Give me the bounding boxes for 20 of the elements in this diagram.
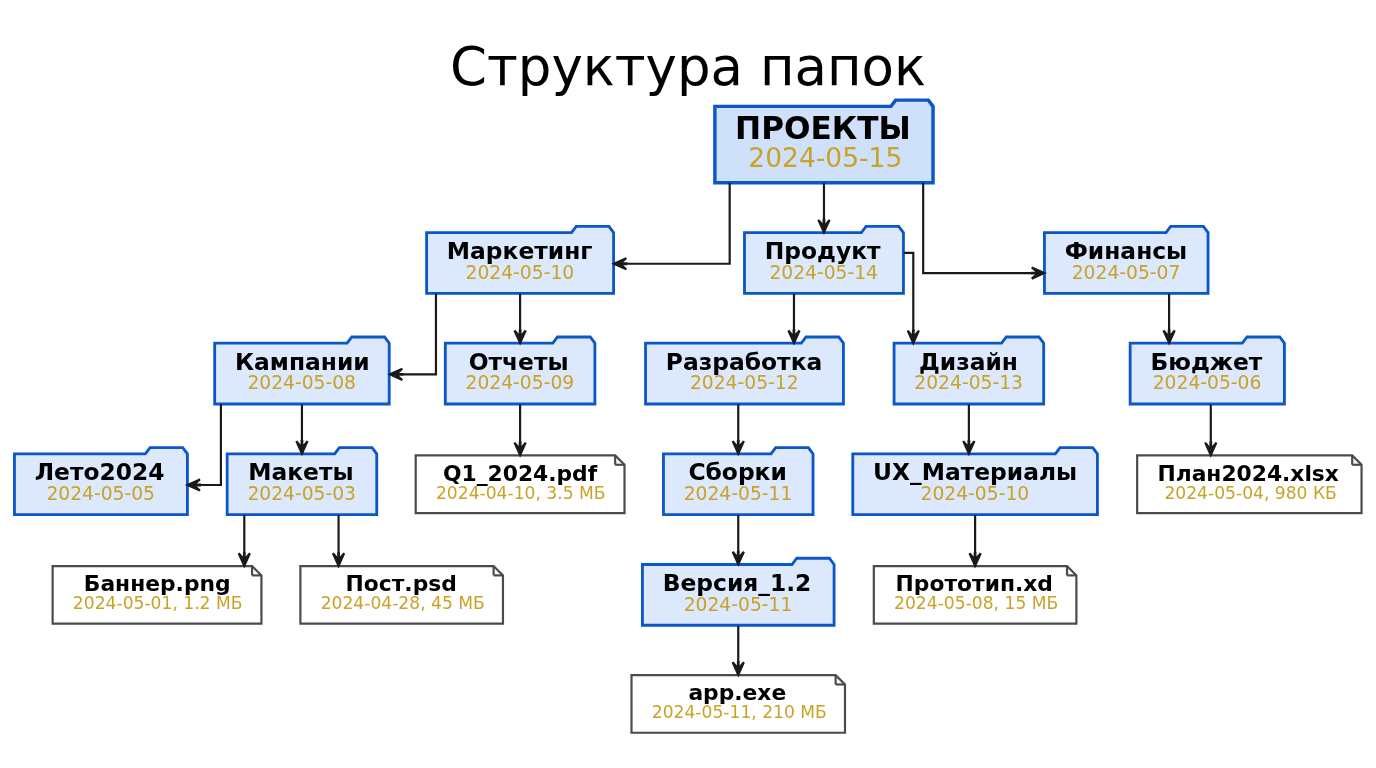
arrow — [513, 403, 527, 456]
arrow — [1162, 293, 1176, 344]
arrow — [968, 514, 982, 567]
arrow — [922, 182, 1046, 280]
arrow — [731, 403, 745, 455]
arrow — [612, 182, 731, 270]
arrow — [731, 514, 745, 565]
arrow — [186, 403, 222, 492]
arrow — [295, 403, 309, 455]
arrow — [331, 514, 346, 567]
arrow — [388, 292, 438, 381]
arrow — [731, 625, 745, 676]
arrow — [237, 514, 251, 567]
arrow — [962, 403, 976, 455]
arrow — [513, 293, 527, 344]
diagram-title: Структура папок — [449, 35, 927, 97]
arrow — [1204, 403, 1218, 456]
arrow — [817, 182, 831, 233]
arrow — [903, 251, 920, 344]
arrow — [787, 293, 801, 344]
